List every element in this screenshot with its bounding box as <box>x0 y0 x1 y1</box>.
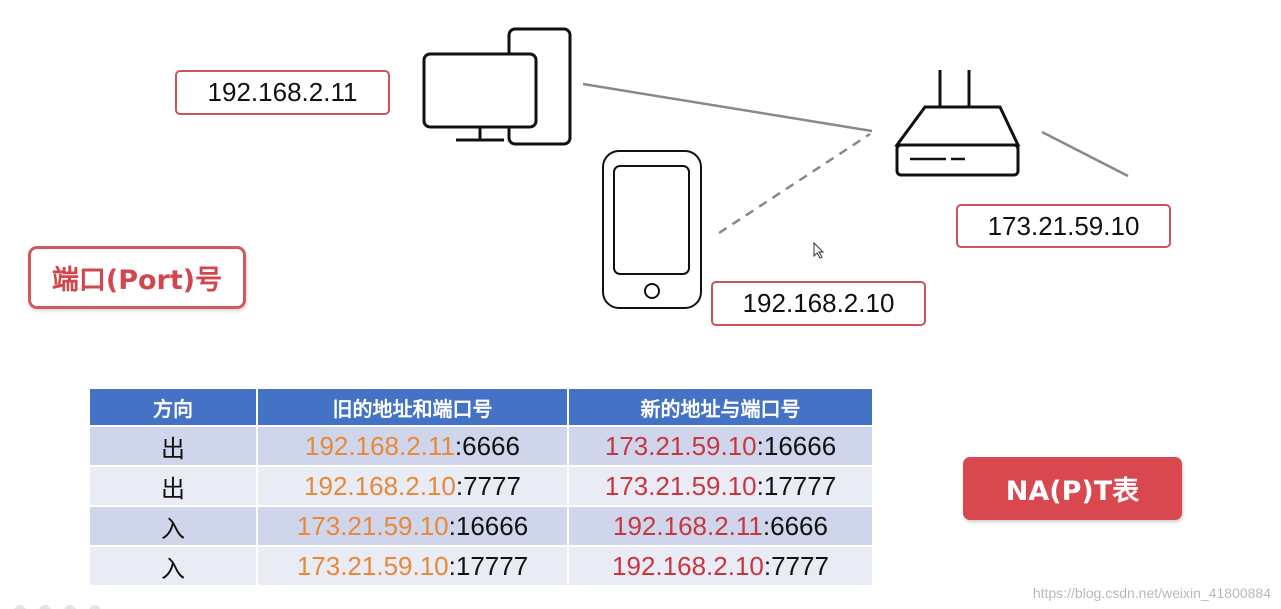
router-internet-link <box>1041 130 1129 178</box>
new-port: :6666 <box>762 510 828 541</box>
old-address-cell: 173.21.59.10:16666 <box>256 505 569 547</box>
router-icon <box>894 70 1021 177</box>
router-ip-label: 173.21.59.10 <box>956 204 1171 248</box>
direction-cell: 出 <box>88 465 258 507</box>
page-dots <box>14 605 101 609</box>
new-address-cell: 173.21.59.10:16666 <box>567 425 874 467</box>
new-port: :16666 <box>756 430 837 461</box>
napt-table-badge: NA(P)T表 <box>963 457 1182 520</box>
old-address-cell: 173.21.59.10:17777 <box>256 545 569 587</box>
header-old-address: 旧的地址和端口号 <box>256 387 569 427</box>
napt-table: 方向 旧的地址和端口号 新的地址与端口号 出 192.168.2.11:6666… <box>88 387 874 587</box>
direction-cell: 入 <box>88 545 258 587</box>
header-new-address: 新的地址与端口号 <box>567 387 874 427</box>
pc-ip-label: 192.168.2.11 <box>175 70 390 115</box>
header-direction: 方向 <box>88 387 258 427</box>
table-row: 入 173.21.59.10:17777 192.168.2.10:7777 <box>88 545 874 587</box>
old-address-cell: 192.168.2.11:6666 <box>256 425 569 467</box>
new-address-cell: 192.168.2.10:7777 <box>567 545 874 587</box>
old-port: :7777 <box>455 470 521 501</box>
new-port: :17777 <box>756 470 837 501</box>
new-port: :7777 <box>763 550 829 581</box>
new-ip: 192.168.2.10 <box>612 550 764 581</box>
new-ip: 173.21.59.10 <box>604 430 757 461</box>
new-ip: 192.168.2.11 <box>613 510 763 541</box>
pc-router-link <box>582 82 873 133</box>
old-port: :16666 <box>448 510 529 541</box>
desktop-computer-icon <box>422 27 572 146</box>
port-number-label: 端口(Port)号 <box>28 246 246 309</box>
old-port: :6666 <box>454 430 520 461</box>
direction-cell: 出 <box>88 425 258 467</box>
phone-icon <box>602 150 702 309</box>
old-ip: 173.21.59.10 <box>296 510 449 541</box>
old-ip: 192.168.2.11 <box>305 430 455 461</box>
watermark: https://blog.csdn.net/weixin_41800884 <box>1032 585 1271 601</box>
old-ip: 192.168.2.10 <box>304 470 456 501</box>
new-address-cell: 192.168.2.11:6666 <box>567 505 874 547</box>
direction-cell: 入 <box>88 505 258 547</box>
table-row: 入 173.21.59.10:16666 192.168.2.11:6666 <box>88 505 874 547</box>
new-ip: 173.21.59.10 <box>604 470 757 501</box>
phone-ip-label: 192.168.2.10 <box>711 281 926 326</box>
old-address-cell: 192.168.2.10:7777 <box>256 465 569 507</box>
table-row: 出 192.168.2.11:6666 173.21.59.10:16666 <box>88 425 874 467</box>
old-port: :17777 <box>448 550 529 581</box>
old-ip: 173.21.59.10 <box>296 550 449 581</box>
table-row: 出 192.168.2.10:7777 173.21.59.10:17777 <box>88 465 874 507</box>
phone-router-link <box>718 132 871 235</box>
new-address-cell: 173.21.59.10:17777 <box>567 465 874 507</box>
cursor-icon <box>813 241 825 259</box>
table-header-row: 方向 旧的地址和端口号 新的地址与端口号 <box>88 387 874 427</box>
